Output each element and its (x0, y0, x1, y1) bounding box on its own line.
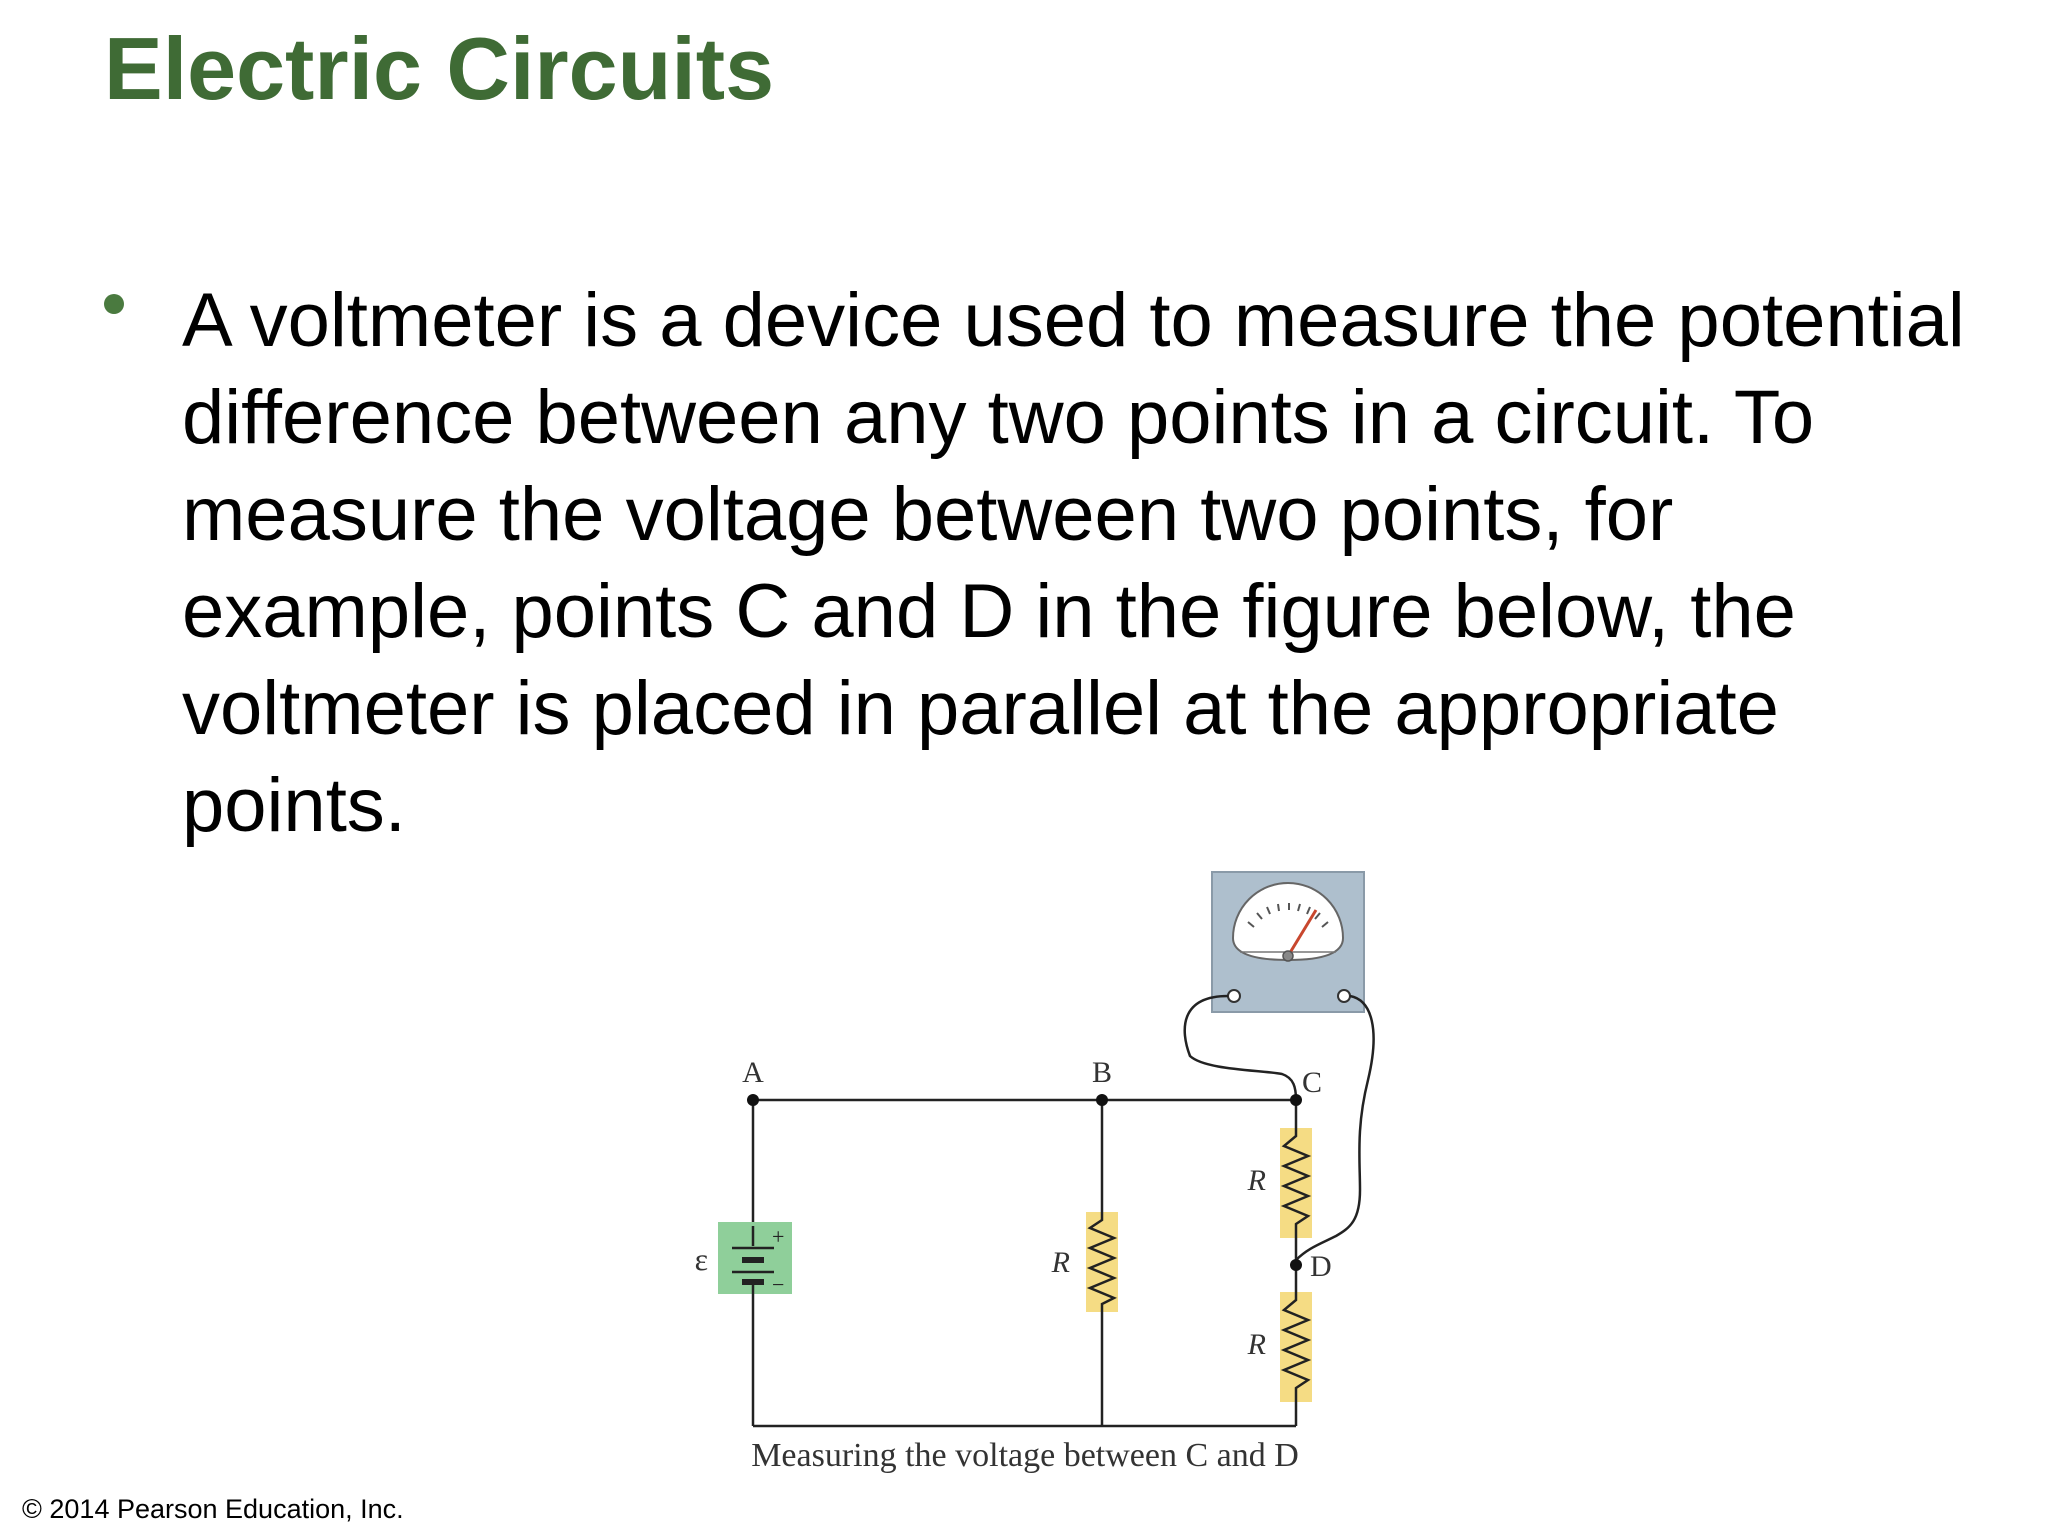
bullet-dot (104, 294, 124, 314)
label-d: D (1310, 1250, 1332, 1283)
node-a-dot (747, 1094, 759, 1106)
resistor-lower-zigzag (1280, 1292, 1312, 1402)
node-b-dot (1096, 1094, 1108, 1106)
label-c: C (1302, 1066, 1322, 1099)
label-b: B (1092, 1056, 1112, 1089)
resistor-b-zigzag (1086, 1212, 1118, 1312)
label-minus: − (772, 1272, 784, 1297)
resistor-cd-zigzag (1280, 1128, 1312, 1238)
label-r-b: R (1051, 1246, 1070, 1279)
copyright-notice: © 2014 Pearson Education, Inc. (22, 1494, 404, 1524)
node-d-dot (1290, 1259, 1302, 1271)
label-emf: ε (695, 1241, 708, 1277)
voltmeter-terminal-right (1337, 989, 1351, 1003)
battery-icon (732, 1226, 774, 1294)
bullet-text: A voltmeter is a device used to measure … (182, 278, 1965, 848)
probe-wire-d (1295, 994, 1375, 1261)
node-c-dot (1290, 1094, 1302, 1106)
circuit-figure: A B C D ε + − R R R Measuring the voltag… (660, 860, 1420, 1500)
label-r-cd: R (1247, 1164, 1266, 1197)
label-r-lower: R (1247, 1328, 1266, 1361)
voltmeter-needle (1286, 909, 1318, 957)
figure-caption: Measuring the voltage between C and D (751, 1437, 1299, 1474)
needle-pivot (1282, 950, 1294, 962)
label-a: A (742, 1056, 764, 1089)
circuit-diagram: A B C D ε + − R R R Measuring the voltag… (695, 871, 1375, 1474)
probe-wire-c (1183, 994, 1298, 1101)
dial-ticks (1247, 903, 1329, 928)
label-plus: + (772, 1224, 784, 1249)
voltmeter-terminal-left (1227, 989, 1241, 1003)
slide-title: Electric Circuits (104, 19, 775, 118)
circuit-wires (751, 1098, 1298, 1428)
voltmeter-dial (1231, 882, 1345, 962)
